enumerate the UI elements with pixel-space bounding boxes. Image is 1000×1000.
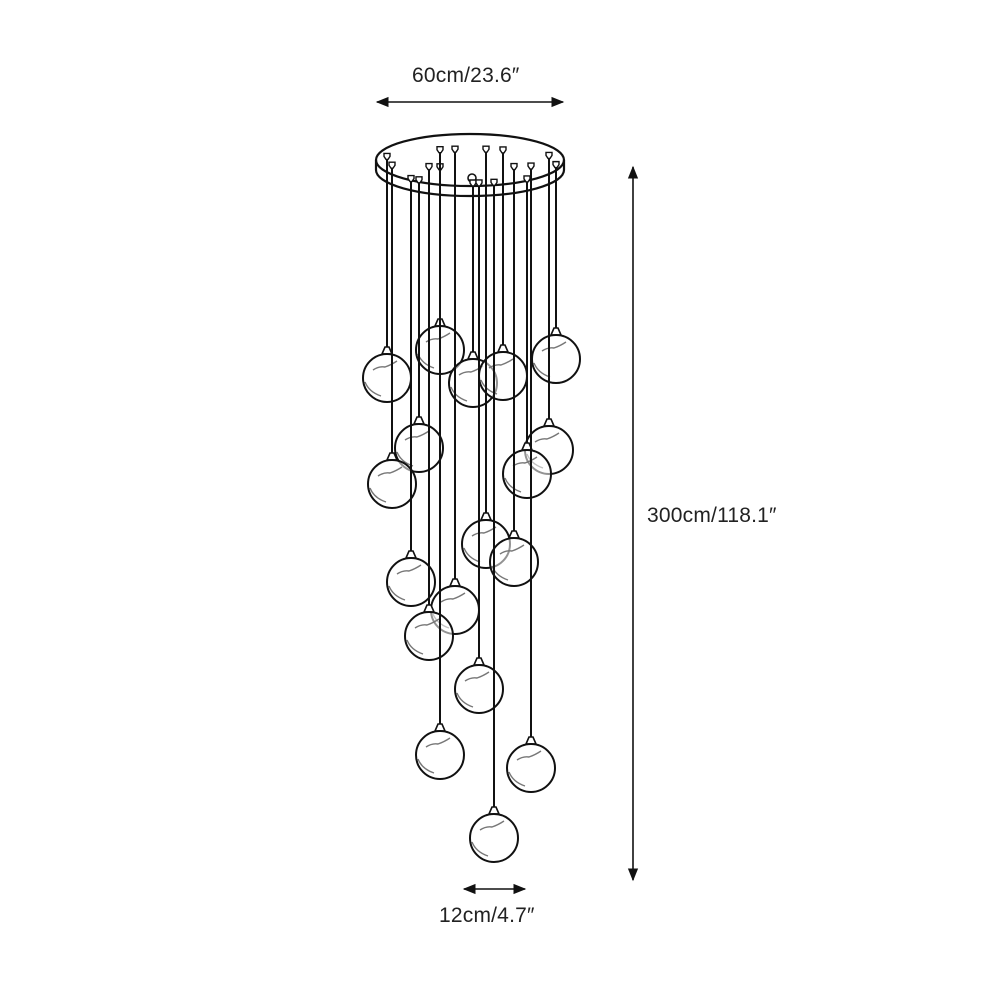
canopy-width-label: 60cm/23.6″ — [412, 64, 520, 87]
globe-diameter-label: 12cm/4.7″ — [439, 904, 535, 927]
pendant-globe — [454, 179, 504, 714]
pendant-globe — [386, 174, 436, 607]
pendant-globe — [524, 151, 574, 475]
pendant-globe — [489, 162, 539, 587]
pendant-globe — [469, 178, 519, 863]
canopy — [374, 132, 566, 198]
pendant-globe — [531, 160, 581, 384]
pendant-globe — [506, 162, 556, 793]
total-height-label: 300cm/118.1″ — [647, 504, 777, 527]
pendant-globe — [394, 176, 444, 473]
pendant-globe — [362, 152, 412, 403]
pendant-globe — [367, 161, 417, 509]
pendant-globe — [415, 146, 465, 780]
globe-group — [362, 145, 581, 863]
